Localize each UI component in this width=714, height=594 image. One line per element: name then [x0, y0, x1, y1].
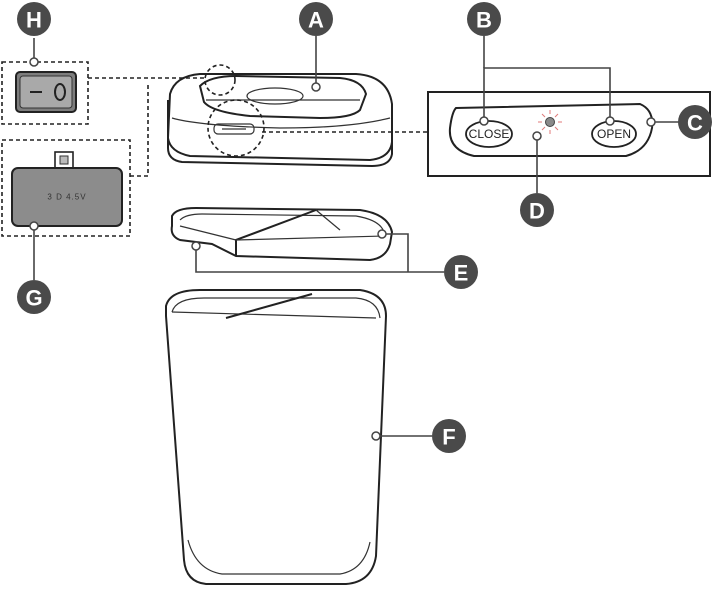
- switch-detail-circle: [204, 64, 236, 96]
- callout-f-letter: F: [442, 425, 455, 450]
- callout-a-badge: [299, 2, 333, 36]
- callout-c-group: C: [646, 105, 712, 139]
- panel-detail-circle: [207, 99, 265, 157]
- callout-g-letter: G: [25, 286, 42, 311]
- callout-h-group: H: [17, 2, 51, 67]
- callout-d-badge: [520, 193, 554, 227]
- callout-h-letter: H: [26, 8, 42, 33]
- battery-label: 3 D 4.5V: [47, 193, 86, 202]
- control-panel-detail: CLOSE OPEN: [262, 91, 711, 177]
- callout-e-group: E: [191, 229, 478, 289]
- close-button-label: CLOSE: [469, 127, 510, 141]
- led-indicator: [538, 110, 562, 134]
- callout-b-group: B: [467, 2, 615, 126]
- callout-g-badge: [17, 280, 51, 314]
- open-button-label: OPEN: [597, 127, 631, 141]
- callout-f-group: F: [371, 419, 466, 453]
- callout-b-badge: [467, 2, 501, 36]
- close-button[interactable]: [465, 120, 513, 148]
- battery-pack: [11, 167, 123, 227]
- callout-c-badge: [678, 105, 712, 139]
- outer-bin: [165, 289, 388, 585]
- inner-bucket: [170, 206, 394, 262]
- callout-f-badge: [432, 419, 466, 453]
- callout-e-letter: E: [454, 261, 469, 286]
- callout-h-badge: [17, 2, 51, 36]
- callout-c-letter: C: [687, 111, 703, 136]
- callout-d-letter: D: [529, 199, 545, 224]
- lid: [166, 64, 393, 168]
- callout-a-letter: A: [308, 8, 324, 33]
- callout-d-group: D: [520, 131, 554, 227]
- battery-detail: 3 D 4.5V: [1, 84, 149, 237]
- switch-detail: [1, 61, 206, 125]
- callout-e-badge: [444, 255, 478, 289]
- callout-b-letter: B: [476, 8, 492, 33]
- callout-a-group: A: [299, 2, 333, 92]
- callout-g-group: G: [17, 221, 51, 314]
